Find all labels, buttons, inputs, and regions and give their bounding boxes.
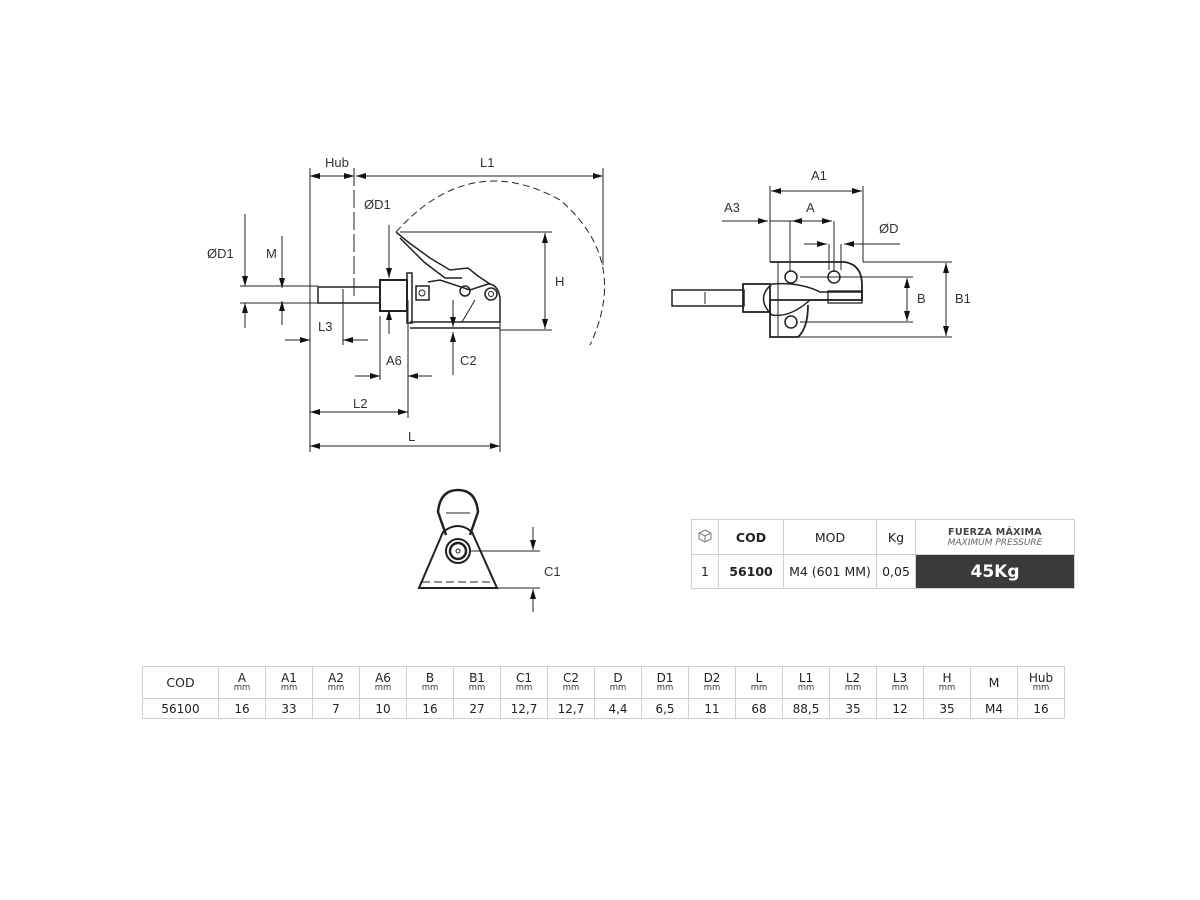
spec-value-l: 68 (735, 698, 783, 719)
force-subtitle: MAXIMUM PRESSURE (947, 537, 1043, 548)
spec-value-c2: 12,7 (547, 698, 595, 719)
cube-icon-cell (691, 519, 719, 555)
label-l: L (408, 429, 415, 444)
spec-value-row: 56100 16 33 7 10 16 27 12,7 12,7 4,4 6,5… (142, 698, 1065, 719)
side-view (240, 168, 606, 452)
spec-value-c1: 12,7 (500, 698, 548, 719)
spec-value-b1: 27 (453, 698, 501, 719)
spec-value-l2: 35 (829, 698, 877, 719)
label-b: B (917, 291, 926, 306)
top-view (671, 186, 952, 338)
product-row: 1 56100 M4 (601 MM) 0,05 45Kg (691, 554, 1075, 589)
spec-value-b: 16 (406, 698, 454, 719)
spec-value-d1: 6,5 (641, 698, 689, 719)
spec-value-a: 16 (218, 698, 266, 719)
label-c1: C1 (544, 564, 561, 579)
spec-value-a1: 33 (265, 698, 313, 719)
product-force: 45Kg (915, 554, 1075, 589)
spec-header-m: M (970, 666, 1018, 699)
label-d1-left: ØD1 (207, 246, 234, 261)
label-c2: C2 (460, 353, 477, 368)
technical-drawing: Hub L1 ØD1 ØD1 M H L3 A6 C2 L2 L (207, 155, 971, 612)
header-kg: Kg (876, 519, 916, 555)
spec-value-a2: 7 (312, 698, 360, 719)
header-force: FUERZA MÁXIMA MAXIMUM PRESSURE (915, 519, 1075, 555)
force-title: FUERZA MÁXIMA (948, 526, 1042, 538)
spec-value-hub: 16 (1017, 698, 1065, 719)
label-a3: A3 (724, 200, 740, 215)
spec-value-l3: 12 (876, 698, 924, 719)
header-cod: COD (718, 519, 784, 555)
spec-value-cod: 56100 (142, 698, 219, 719)
spec-value-l1: 88,5 (782, 698, 830, 719)
spec-value-a6: 10 (359, 698, 407, 719)
spec-value-d: 4,4 (594, 698, 642, 719)
spec-value-d2: 11 (688, 698, 736, 719)
label-d1-top: ØD1 (364, 197, 391, 212)
label-h: H (555, 274, 564, 289)
label-a1: A1 (811, 168, 827, 183)
product-cod: 56100 (718, 554, 784, 589)
front-view (417, 488, 540, 612)
product-kg: 0,05 (876, 554, 916, 589)
label-l3: L3 (318, 319, 332, 334)
cube-icon (698, 528, 712, 543)
label-d: ØD (879, 221, 899, 236)
label-hub: Hub (325, 155, 349, 170)
spec-header-cod: COD (142, 666, 219, 699)
spec-value-m: M4 (970, 698, 1018, 719)
label-l1: L1 (480, 155, 494, 170)
label-l2: L2 (353, 396, 367, 411)
product-qty: 1 (691, 554, 719, 589)
product-table: COD MOD Kg FUERZA MÁXIMA MAXIMUM PRESSUR… (691, 519, 1075, 589)
spec-value-h: 35 (923, 698, 971, 719)
product-mod: M4 (601 MM) (783, 554, 877, 589)
label-a6: A6 (386, 353, 402, 368)
header-mod: MOD (783, 519, 877, 555)
label-a: A (806, 200, 815, 215)
label-m: M (266, 246, 277, 261)
label-b1: B1 (955, 291, 971, 306)
